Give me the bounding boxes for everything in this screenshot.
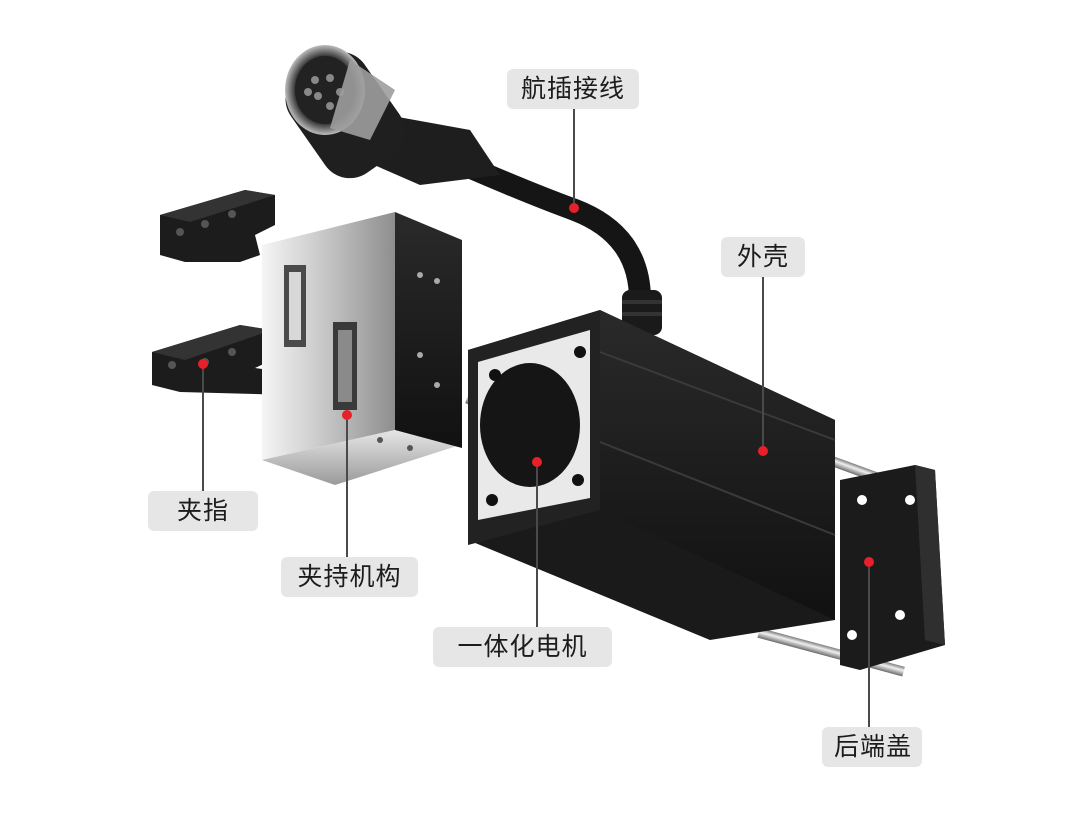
marker-motor bbox=[532, 457, 542, 467]
marker-finger bbox=[198, 359, 208, 369]
marker-end-cap bbox=[864, 557, 874, 567]
clamp-block bbox=[262, 212, 462, 485]
label-shell: 外壳 bbox=[721, 237, 805, 277]
marker-shell bbox=[758, 446, 768, 456]
leader-clamp bbox=[346, 415, 348, 558]
leader-end-cap bbox=[868, 562, 870, 727]
label-end-cap: 后端盖 bbox=[822, 727, 922, 767]
marker-connector bbox=[569, 203, 579, 213]
leader-finger bbox=[202, 365, 204, 493]
connector-plug bbox=[274, 40, 500, 190]
leader-shell bbox=[762, 277, 764, 452]
leader-connector bbox=[573, 108, 575, 208]
end-cap-plate bbox=[840, 465, 945, 670]
label-motor: 一体化电机 bbox=[433, 627, 612, 667]
motor-shell bbox=[468, 310, 835, 640]
label-clamp: 夹持机构 bbox=[281, 557, 418, 597]
label-connector: 航插接线 bbox=[507, 69, 639, 109]
leader-motor bbox=[536, 462, 538, 627]
label-finger: 夹指 bbox=[148, 491, 258, 531]
marker-clamp bbox=[342, 410, 352, 420]
